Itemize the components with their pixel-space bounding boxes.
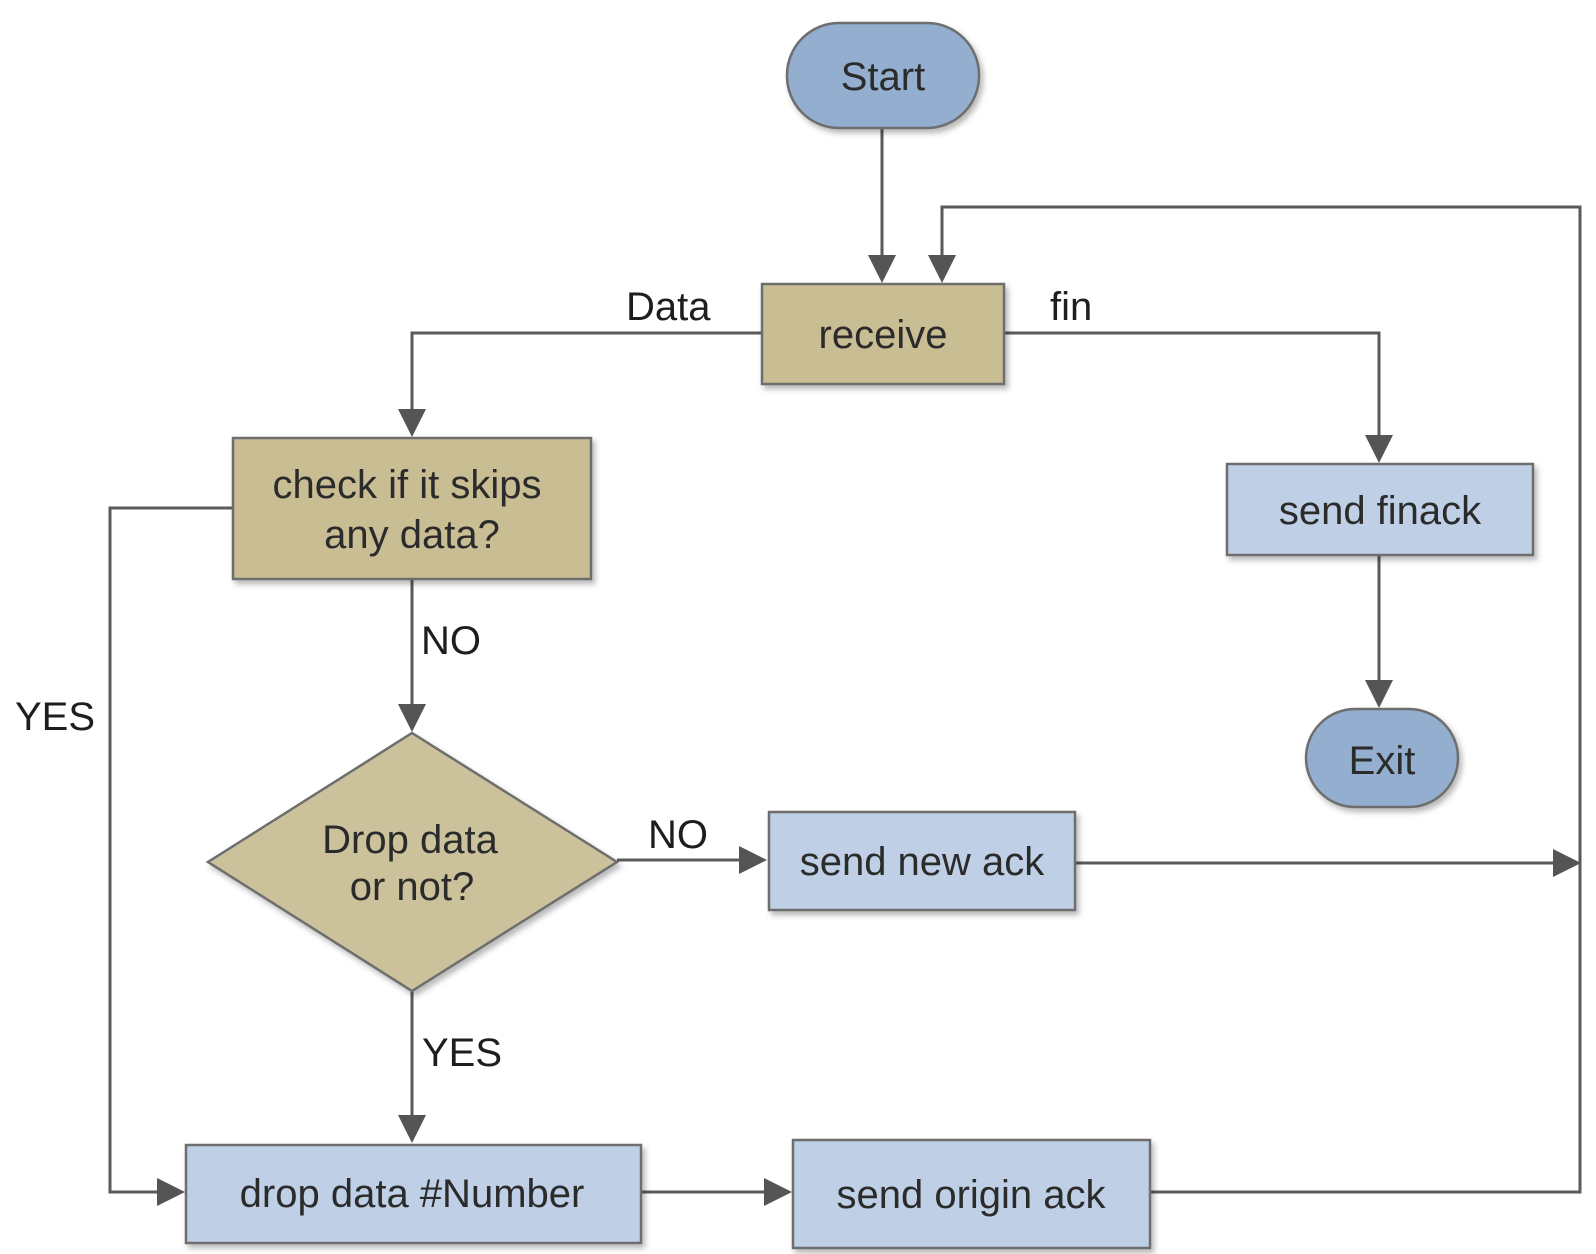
exit-label: Exit: [1349, 739, 1416, 783]
edge-check-to-drop: [108, 506, 233, 1194]
node-receive: receive: [760, 282, 1006, 386]
check-skip-label-line-2: any data?: [324, 513, 500, 557]
send-new-ack-label: send new ack: [800, 840, 1046, 884]
node-start: Start: [785, 21, 981, 130]
arrowhead-receive-to-check: [398, 409, 426, 437]
send-origin-ack-label: send origin ack: [836, 1173, 1106, 1217]
arrowhead-newack-to-loop: [1553, 849, 1581, 877]
node-drop-data: drop data #Number: [184, 1143, 643, 1245]
edge-loop-back-to-receive: [940, 205, 1582, 1194]
edge-label-check-yes: YES: [15, 695, 95, 739]
arrowhead-loop-to-receive: [928, 255, 956, 283]
drop-data-box: [184, 1143, 643, 1245]
start-label: Start: [841, 55, 925, 99]
edge-receive-to-check: [410, 331, 762, 412]
arrowhead-receive-to-finack: [1365, 435, 1393, 463]
drop-decision-label-line-1: Drop data: [322, 818, 498, 862]
start-terminal-shape: [785, 21, 981, 130]
check-skip-box: [231, 436, 593, 581]
node-drop-decision: Drop data or not?: [205, 731, 620, 993]
drop-data-label: drop data #Number: [240, 1172, 585, 1216]
arrowhead-finack-to-exit: [1365, 680, 1393, 708]
edge-receive-to-finack: [1004, 331, 1381, 438]
arrowhead-decision-to-drop: [398, 1115, 426, 1143]
arrowhead-check-to-drop: [157, 1178, 185, 1206]
send-new-ack-box: [767, 810, 1077, 912]
arrowhead-check-to-decision: [398, 704, 426, 732]
node-send-new-ack: send new ack: [767, 810, 1077, 912]
send-finack-box: [1225, 462, 1535, 557]
node-send-finack: send finack: [1225, 462, 1535, 557]
edge-label-drop-no: NO: [648, 813, 708, 857]
edge-labels: Data fin NO YES NO YES: [15, 285, 1092, 1075]
receive-label: receive: [819, 313, 948, 357]
receive-box: [760, 282, 1006, 386]
edges: [108, 129, 1582, 1206]
edge-label-fin: fin: [1050, 285, 1092, 329]
send-origin-ack-box: [791, 1138, 1152, 1250]
exit-terminal-shape: [1304, 707, 1460, 809]
arrowhead-drop-to-originack: [764, 1178, 792, 1206]
drop-decision-label-line-2: or not?: [350, 865, 475, 909]
drop-decision-diamond: [205, 731, 620, 993]
edge-label-data: Data: [626, 285, 711, 329]
node-exit: Exit: [1304, 707, 1460, 809]
node-check-skip: check if it skips any data?: [231, 436, 593, 581]
send-finack-label: send finack: [1279, 489, 1482, 533]
arrowhead-start-to-receive: [868, 255, 896, 283]
check-skip-label-line-1: check if it skips: [273, 463, 542, 507]
edge-label-check-no: NO: [421, 619, 481, 663]
edge-label-drop-yes: YES: [422, 1031, 502, 1075]
node-send-origin-ack: send origin ack: [791, 1138, 1152, 1250]
arrowhead-decision-to-newack: [739, 846, 767, 874]
